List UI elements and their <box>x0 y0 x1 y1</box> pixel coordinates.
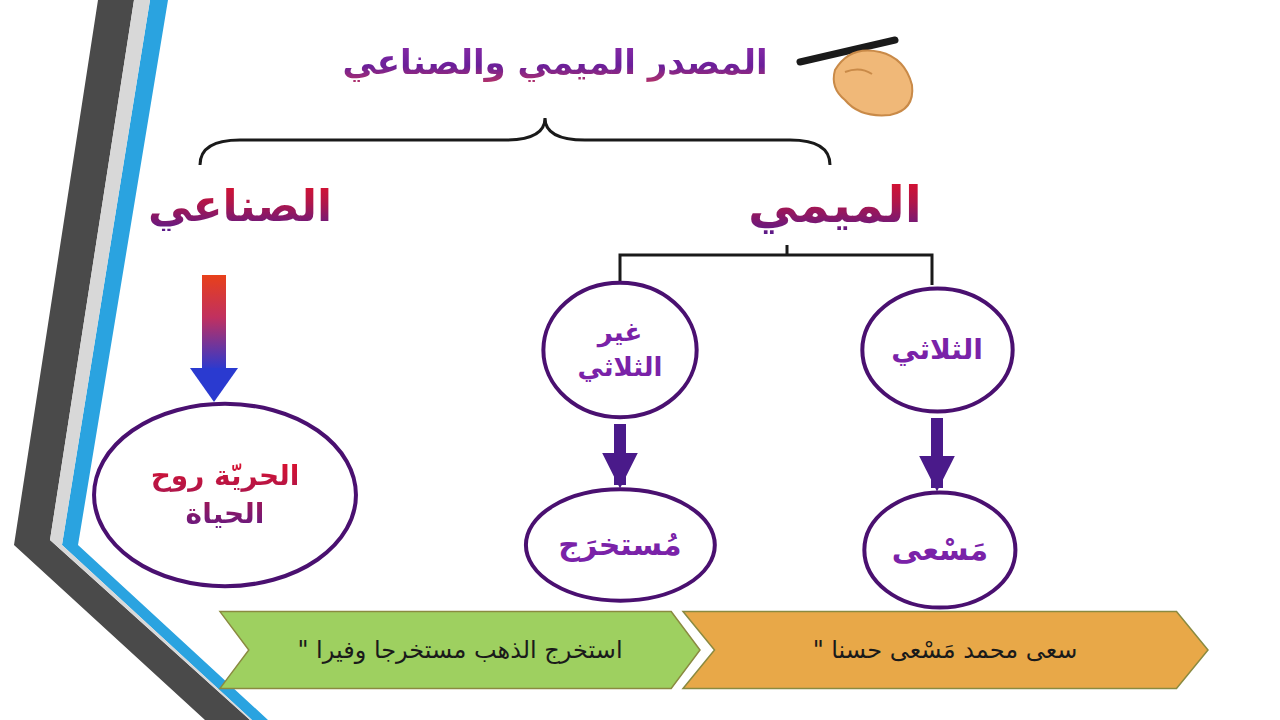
branch-label: الصناعي <box>148 180 332 231</box>
down-arrow <box>614 424 626 485</box>
circle-border <box>862 289 1012 412</box>
branch-label: الميمي <box>748 176 922 234</box>
circle-border <box>543 283 696 417</box>
down-arrow <box>931 418 943 488</box>
concept-circle: مُستخرَج <box>523 487 718 603</box>
hand-icon <box>800 40 912 115</box>
concept-text: الحريّة روح الحياة <box>141 457 308 533</box>
gradient-arrow <box>202 275 226 370</box>
concept-circle: الحريّة روح الحياة <box>90 400 360 590</box>
circle-outline <box>541 280 699 420</box>
example-text: سعى محمد مَسْعى حسنا " <box>813 634 1078 666</box>
circle-border <box>94 404 356 586</box>
bracket <box>620 245 932 285</box>
title: المصدر الميمي والصناعي <box>342 42 767 82</box>
concept-circle: الثلاثي <box>860 286 1015 414</box>
brace <box>200 118 830 165</box>
example-band: استخرج الذهب مستخرجا وفيرا " <box>220 610 700 690</box>
concept-text: الثلاثي <box>891 331 983 369</box>
band-fill <box>220 612 700 689</box>
concept-circle: مَسْعى <box>862 490 1018 610</box>
example-text: استخرج الذهب مستخرجا وفيرا " <box>297 634 622 666</box>
concept-text: مَسْعى <box>892 530 988 571</box>
gradient-arrow <box>190 368 238 402</box>
circle-border <box>864 492 1015 607</box>
concept-circle: غير الثلاثي <box>541 280 699 420</box>
concept-text: مُستخرَج <box>558 525 681 566</box>
band-fill <box>683 612 1208 689</box>
circle-border <box>526 489 715 600</box>
concept-text: غير الثلاثي <box>571 315 669 385</box>
example-band: سعى محمد مَسْعى حسنا " <box>683 610 1208 690</box>
